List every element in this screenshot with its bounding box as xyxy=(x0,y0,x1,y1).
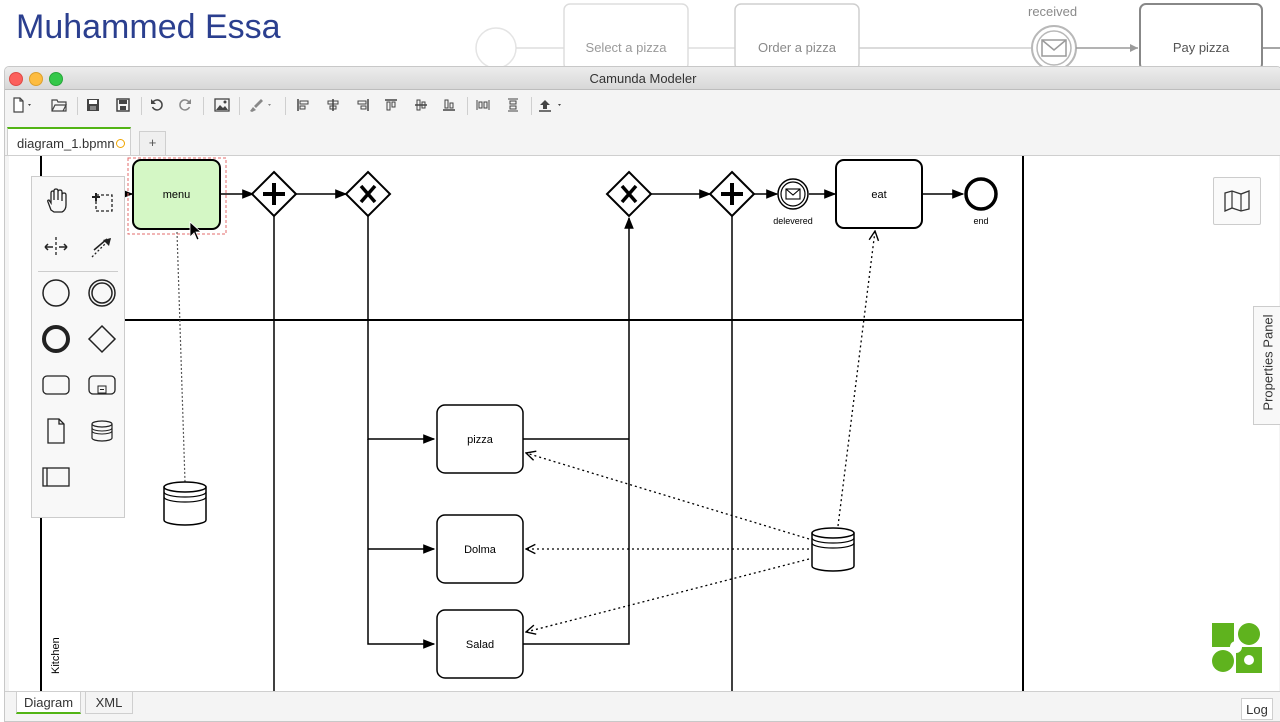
data-association[interactable] xyxy=(837,231,875,527)
distribute-vertical-icon[interactable] xyxy=(503,96,523,114)
lane-kitchen-label: Kitchen xyxy=(50,637,62,674)
lasso-tool-icon[interactable] xyxy=(84,183,120,219)
add-tab-button[interactable]: + xyxy=(139,131,166,155)
zoom-window-button[interactable] xyxy=(49,72,63,86)
sequence-flow[interactable] xyxy=(367,216,436,444)
bg-task-order-pizza: Order a pizza xyxy=(757,40,837,55)
task-pizza[interactable] xyxy=(436,404,524,474)
close-window-button[interactable] xyxy=(9,72,23,86)
toolbar-separator xyxy=(531,97,532,115)
hand-tool-icon[interactable] xyxy=(38,183,74,219)
task-menu[interactable] xyxy=(132,159,221,230)
diagram-canvas[interactable]: menu xyxy=(9,156,1280,691)
window-titlebar: Camunda Modeler xyxy=(5,67,1280,90)
bg-task-pay-pizza: Pay pizza xyxy=(1172,40,1230,55)
toolbar xyxy=(5,90,1280,120)
distribute-horizontal-icon[interactable] xyxy=(473,96,493,114)
toolbar-separator xyxy=(467,97,468,115)
minimize-window-button[interactable] xyxy=(29,72,43,86)
save-as-icon[interactable] xyxy=(113,96,133,114)
event-delivered-label: delevered xyxy=(773,216,813,226)
properties-panel-label: Properties Panel xyxy=(1260,314,1276,411)
properties-panel-toggle[interactable]: Properties Panel xyxy=(1253,306,1280,425)
tab-xml[interactable]: XML xyxy=(85,692,133,714)
start-event-icon[interactable] xyxy=(38,275,74,311)
sequence-flow[interactable] xyxy=(523,216,634,645)
tab-file-label: diagram_1.bpmn xyxy=(17,136,115,151)
minimap-toggle-button[interactable] xyxy=(1213,177,1261,225)
task-icon[interactable] xyxy=(38,367,74,403)
exclusive-gateway[interactable] xyxy=(344,170,392,218)
message-catch-event[interactable] xyxy=(777,178,809,210)
unsaved-indicator-icon xyxy=(116,139,125,148)
data-association[interactable] xyxy=(176,231,186,483)
align-center-icon[interactable] xyxy=(323,96,343,114)
task-eat[interactable] xyxy=(835,159,923,229)
presentation-header: Muhammed Essa Select a pizza Order a piz… xyxy=(0,0,1280,68)
bg-task-select-pizza: Select a pizza xyxy=(585,40,667,55)
data-association[interactable] xyxy=(526,558,810,632)
color-brush-icon[interactable] xyxy=(245,96,277,114)
gateway-icon[interactable] xyxy=(84,321,120,357)
map-icon xyxy=(1224,190,1250,212)
toolbar-separator xyxy=(239,97,240,115)
window-title: Camunda Modeler xyxy=(589,71,697,86)
new-file-icon[interactable] xyxy=(9,96,37,114)
end-event-icon[interactable] xyxy=(38,321,74,357)
data-store-menu[interactable] xyxy=(163,481,207,526)
intermediate-event-icon[interactable] xyxy=(84,275,120,311)
align-left-icon[interactable] xyxy=(293,96,313,114)
bottom-bar: Diagram XML Log xyxy=(5,691,1280,721)
exclusive-gateway-merge[interactable] xyxy=(605,170,653,218)
data-store-food[interactable] xyxy=(811,527,855,572)
align-bottom-icon[interactable] xyxy=(439,96,459,114)
space-tool-icon[interactable] xyxy=(38,229,74,265)
undo-icon[interactable] xyxy=(147,96,167,114)
save-icon[interactable] xyxy=(83,96,103,114)
toolbar-separator xyxy=(141,97,142,115)
task-eat-label: eat xyxy=(871,189,886,201)
align-middle-icon[interactable] xyxy=(411,96,431,114)
task-salad[interactable] xyxy=(436,609,524,679)
pool-icon[interactable] xyxy=(38,459,74,495)
tab-diagram-file[interactable]: diagram_1.bpmn xyxy=(7,127,131,155)
toolbar-separator xyxy=(77,97,78,115)
bpmn-diagram[interactable]: menu xyxy=(9,156,1279,691)
task-dolma-label: Dolma xyxy=(464,544,497,556)
file-tab-bar: diagram_1.bpmn + xyxy=(5,123,1280,156)
sequence-flow[interactable] xyxy=(367,439,436,649)
end-event[interactable] xyxy=(964,177,998,211)
parallel-gateway-join[interactable] xyxy=(708,170,756,218)
deploy-icon[interactable] xyxy=(537,96,567,114)
camunda-logo-icon xyxy=(1212,623,1262,673)
redo-icon[interactable] xyxy=(175,96,195,114)
task-salad-label: Salad xyxy=(466,639,494,651)
tool-palette xyxy=(31,176,125,518)
parallel-gateway[interactable] xyxy=(250,170,298,218)
tab-diagram[interactable]: Diagram xyxy=(16,692,81,714)
toolbar-separator xyxy=(203,97,204,115)
background-process-diagram xyxy=(475,3,1280,68)
mouse-cursor-icon xyxy=(189,221,203,241)
log-button[interactable]: Log xyxy=(1241,698,1273,720)
connect-tool-icon[interactable] xyxy=(84,229,120,265)
task-menu-label: menu xyxy=(163,189,191,201)
task-dolma[interactable] xyxy=(436,514,524,584)
data-store-icon[interactable] xyxy=(84,413,120,449)
task-pizza-label: pizza xyxy=(467,434,494,446)
align-top-icon[interactable] xyxy=(381,96,401,114)
data-association[interactable] xyxy=(526,453,810,540)
data-object-icon[interactable] xyxy=(38,413,74,449)
export-image-icon[interactable] xyxy=(211,96,233,114)
open-folder-icon[interactable] xyxy=(49,96,69,114)
subprocess-icon[interactable] xyxy=(84,367,120,403)
align-right-icon[interactable] xyxy=(353,96,373,114)
bg-event-label: received xyxy=(1028,4,1078,19)
end-event-label: end xyxy=(973,216,988,226)
presenter-name: Muhammed Essa xyxy=(16,8,281,46)
toolbar-separator xyxy=(285,97,286,115)
selection-outline xyxy=(127,157,227,235)
palette-separator xyxy=(38,271,118,272)
camunda-modeler-window: Camunda Modeler xyxy=(4,66,1280,722)
